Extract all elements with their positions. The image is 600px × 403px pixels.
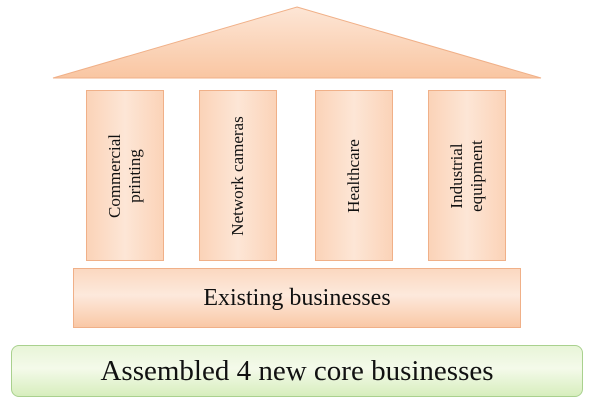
foundation-new-core-businesses: Assembled 4 new core businesses	[11, 345, 583, 397]
pillar-label-industrial-equipment: Industrial equipment	[447, 139, 486, 212]
pillar-label-network-cameras: Network cameras	[228, 115, 247, 236]
base-existing-businesses: Existing businesses	[73, 268, 521, 328]
roof-pediment	[52, 6, 542, 79]
base-label: Existing businesses	[203, 284, 391, 311]
pillar-healthcare: Healthcare	[315, 90, 393, 261]
pillar-label-healthcare: Healthcare	[344, 138, 363, 213]
foundation-label: Assembled 4 new core businesses	[100, 354, 494, 387]
pillar-label-commercial-printing: Commercial printing	[105, 133, 144, 218]
roof-triangle	[52, 6, 542, 79]
pillar-industrial-equipment: Industrial equipment	[428, 90, 506, 261]
pillar-network-cameras: Network cameras	[199, 90, 277, 261]
pillar-commercial-printing: Commercial printing	[86, 90, 164, 261]
